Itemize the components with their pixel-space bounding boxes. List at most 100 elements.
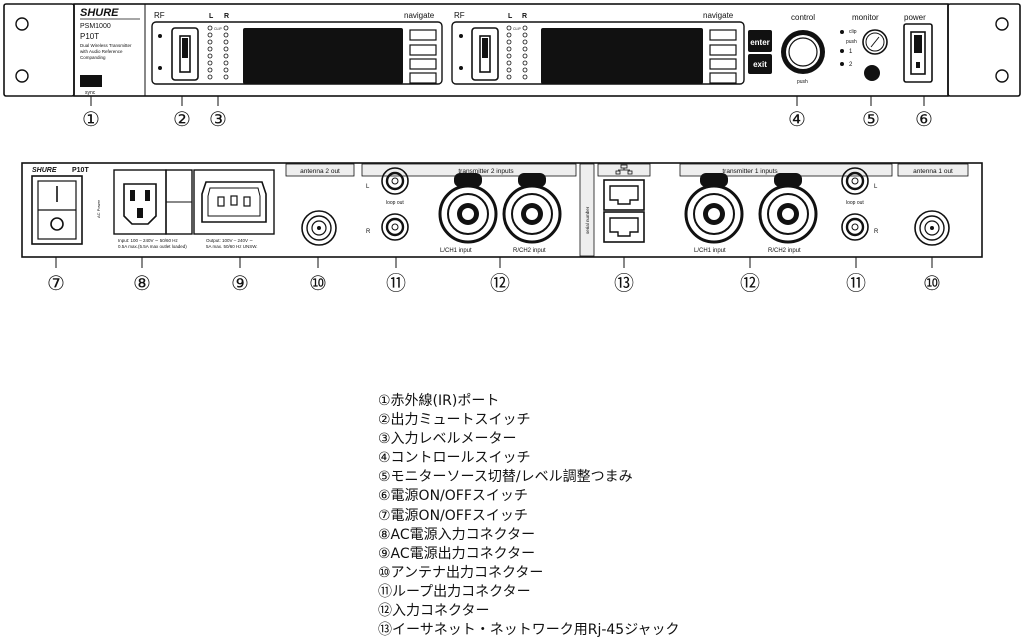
- rear-panel: SHURE P10T AC Power Inpu: [21, 162, 983, 258]
- callout-2: ②: [173, 109, 191, 131]
- callout-12-right: ⑫: [740, 272, 760, 295]
- ac-output-connector: [193, 169, 275, 235]
- loop-r-label-1: R: [874, 229, 879, 235]
- headphone-jack: [864, 65, 880, 81]
- front-channel-1: RF L R navigate CLIP: [151, 11, 443, 85]
- legend-item: ⑩アンテナ出力コネクター: [378, 564, 544, 581]
- level-l-label: L: [209, 13, 214, 20]
- legend-item: ⑥電源ON/OFFスイッチ: [378, 488, 528, 505]
- callout-10-left: ⑩: [309, 273, 327, 295]
- transmitter-2-combo-lch1: [438, 173, 498, 244]
- monitor-push-label: push: [846, 39, 857, 45]
- ch2-label: 2: [849, 62, 853, 68]
- front-panel: SHURE PSM1000 P10T Dual Wireless Transmi…: [3, 3, 1021, 97]
- rf-label: RF: [154, 11, 165, 20]
- front-description-1: Dual Wireless Transmitter: [80, 43, 132, 48]
- control-label: control: [791, 13, 815, 22]
- rack-ear-right: [947, 3, 1021, 97]
- exit-label: exit: [753, 60, 767, 69]
- loop-out-label-1: loop out: [846, 200, 864, 206]
- rear-brand: SHURE: [32, 167, 57, 174]
- exit-button: [748, 54, 772, 74]
- lcd-display-2: [541, 28, 703, 84]
- front-brand-logo: SHURE: [80, 7, 119, 19]
- sync-label: sync: [85, 90, 96, 96]
- callout-8: ⑧: [133, 273, 151, 295]
- monitor-label: monitor: [852, 13, 879, 22]
- callout-3: ③: [209, 109, 227, 131]
- callout-4: ④: [788, 109, 806, 131]
- transmitter-1-inputs-label: transmitter 1 inputs: [722, 168, 778, 175]
- antenna-2-connector: [301, 210, 337, 246]
- level-l-label-2: L: [508, 13, 513, 20]
- output-spec-1: Output: 100V – 240V ∼: [206, 238, 253, 243]
- rear-callouts: ⑦ ⑧ ⑨ ⑩ ⑪ ⑫ ⑬ ⑫ ⑪ ⑩: [47, 272, 941, 295]
- legend-item: ⑤モニターソース切替/レベル調整つまみ: [378, 469, 633, 486]
- front-channel-2: RF L R navigate CLIP: [451, 11, 745, 85]
- level-r-label: R: [224, 13, 229, 20]
- network-icon: [615, 164, 633, 175]
- ethernet-jacks: [603, 179, 645, 243]
- legend-item: ①赤外線(IR)ポート: [378, 393, 500, 409]
- callout-1: ①: [82, 109, 100, 131]
- input-level-meter: CLIP: [207, 25, 229, 80]
- input-spec-1: Input: 100 – 240V ∼ 50/60 Hz: [118, 238, 179, 243]
- legend-item: ⑫入力コネクター: [378, 603, 490, 620]
- legend-item: ③入力レベルメーター: [378, 431, 517, 448]
- transmitter-2-inputs-label: transmitter 2 inputs: [458, 168, 514, 175]
- transmitter-1-combo-rch2: [758, 173, 818, 244]
- monitor-knob: [862, 29, 888, 55]
- rf-label-2: RF: [454, 11, 465, 20]
- callout-5: ⑤: [862, 109, 880, 131]
- control-push-label: push: [797, 79, 808, 85]
- rch2-input-label-2: R/CH2 input: [513, 248, 546, 254]
- output-mute-switch: [171, 27, 199, 81]
- rack-ear-left: [3, 3, 75, 97]
- ch1-label: 1: [849, 49, 853, 55]
- callout-11-right: ⑪: [846, 272, 866, 295]
- control-knob: [781, 30, 825, 74]
- front-callouts: ① ② ③ ④ ⑤ ⑥: [82, 109, 933, 131]
- output-spec-2: 5A max. 50/60 Hz UNSW.: [206, 244, 258, 249]
- legend-item: ④コントロールスイッチ: [378, 450, 531, 467]
- legend-item: ⑪ループ出力コネクター: [378, 583, 531, 600]
- callout-13: ⑬: [614, 272, 634, 295]
- antenna-1-connector: [914, 210, 950, 246]
- navigate-buttons: [409, 29, 437, 84]
- front-leader-lines: [90, 96, 925, 106]
- navigate-label: navigate: [404, 11, 435, 20]
- ac-power-label: AC Power: [96, 199, 101, 218]
- meter-clip-label: CLIP: [214, 27, 222, 31]
- front-description-3: Companding: [80, 55, 106, 60]
- legend-item: ⑧AC電源入力コネクター: [378, 526, 536, 543]
- lch1-input-label-2: L/CH1 input: [440, 248, 472, 254]
- legend-item: ⑦電源ON/OFFスイッチ: [378, 507, 528, 524]
- legend-item: ⑬イーサネット・ネットワーク用Rj-45ジャック: [378, 622, 680, 639]
- meter-clip-label-2: CLIP: [513, 27, 521, 31]
- navigate-buttons-2: [709, 29, 737, 84]
- output-mute-switch-2: [471, 27, 499, 81]
- front-product: P10T: [80, 32, 99, 41]
- navigate-label-2: navigate: [703, 11, 734, 20]
- callout-12-left: ⑫: [490, 272, 510, 295]
- ir-port: [80, 75, 102, 87]
- ac-input-connector: [113, 169, 167, 235]
- transmitter-1-combo-lch1: [684, 173, 744, 244]
- enter-button: [748, 30, 772, 52]
- callout-9: ⑨: [231, 273, 249, 295]
- legend-item: ⑨AC電源出力コネクター: [378, 545, 536, 562]
- antenna-1-out-label: antenna 1 out: [913, 168, 953, 175]
- transmitter-1-loop-out: L loop out R: [841, 167, 879, 241]
- enter-label: enter: [750, 38, 770, 47]
- transmitter-2-loop-out: L loop out R: [366, 167, 409, 241]
- legend-item: ②出力ミュートスイッチ: [378, 412, 531, 429]
- power-label: power: [904, 13, 926, 22]
- rch2-input-label-1: R/CH2 input: [768, 248, 801, 254]
- rear-leader-lines: [55, 257, 933, 268]
- callout-6: ⑥: [915, 109, 933, 131]
- parts-legend: ①赤外線(IR)ポート ②出力ミュートスイッチ ③入力レベルメーター ④コントロ…: [378, 392, 680, 640]
- callout-11-left: ⑪: [386, 272, 406, 295]
- callout-7: ⑦: [47, 273, 65, 295]
- callout-10-right: ⑩: [923, 273, 941, 295]
- serial-number-label: serial number: [585, 206, 590, 234]
